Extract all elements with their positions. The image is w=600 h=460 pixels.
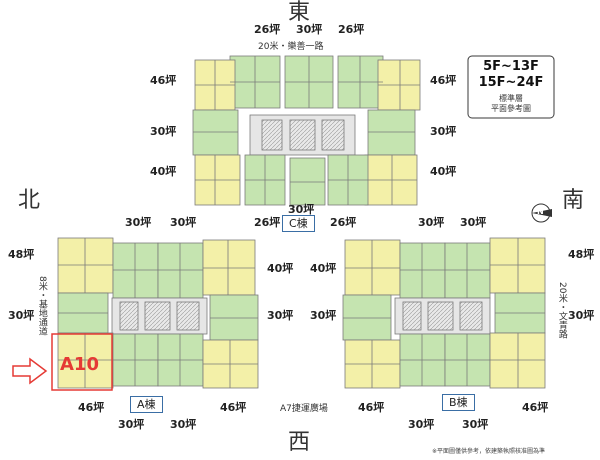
a10-unit-label: A10 [60, 354, 99, 375]
c-right-mid-size: 30坪 [430, 125, 457, 138]
tower-c-label: C棟 [282, 215, 315, 233]
a-right-lower-size: 30坪 [267, 309, 294, 322]
a-below-right-size: 30坪 [170, 418, 197, 431]
tower-a-plan [57, 237, 259, 389]
b-below-right-size: 30坪 [462, 418, 489, 431]
floors-line-1: 5F~13F [483, 59, 539, 74]
tower-a-label: A棟 [130, 396, 163, 414]
compass-letter: N [537, 207, 544, 216]
b-top-right-size: 30坪 [460, 216, 487, 229]
b-left-upper-size: 40坪 [310, 262, 337, 275]
b-bottom-left-size: 46坪 [358, 401, 385, 414]
road-right: 20米・文青路 [556, 282, 567, 339]
compass-icon [531, 203, 552, 223]
direction-north: 北 [18, 188, 41, 213]
road-bottom: A7捷運廣場 [280, 404, 328, 414]
a-bottom-right-size: 46坪 [220, 401, 247, 414]
b-left-lower-size: 30坪 [310, 309, 337, 322]
c-bottom-right-size: 26坪 [330, 216, 357, 229]
floors-note-2: 平面參考圖 [491, 104, 531, 113]
a-top-right-size: 30坪 [170, 216, 197, 229]
direction-south: 南 [562, 188, 585, 213]
c-top-mid-size: 30坪 [296, 23, 323, 36]
road-top: 20米・樂善一路 [258, 42, 324, 52]
b-top-left-size: 30坪 [418, 216, 445, 229]
floors-note-1: 標準層 [499, 94, 523, 103]
c-bottom-left-size: 26坪 [254, 216, 281, 229]
a-left-upper-size: 48坪 [8, 248, 35, 261]
a-below-left-size: 30坪 [118, 418, 145, 431]
a10-unit-outline [51, 333, 113, 391]
c-right-lower-size: 40坪 [430, 165, 457, 178]
b-bottom-right-size: 46坪 [522, 401, 549, 414]
direction-west: 西 [288, 430, 311, 455]
c-bottom-mid-size: 30坪 [288, 203, 315, 216]
tower-b-plan [342, 237, 546, 389]
direction-east: 東 [288, 0, 311, 25]
floors-box-frame [467, 55, 555, 119]
b-below-left-size: 30坪 [408, 418, 435, 431]
floors-line-2: 15F~24F [478, 75, 544, 90]
red-arrow-icon [12, 357, 48, 385]
c-right-upper-size: 46坪 [430, 74, 457, 87]
c-left-mid-size: 30坪 [150, 125, 177, 138]
a-left-lower-size: 30坪 [8, 309, 35, 322]
c-left-upper-size: 46坪 [150, 74, 177, 87]
road-left: 8米・基地通道 [36, 276, 47, 336]
b-right-lower-size: 30坪 [568, 309, 595, 322]
a-right-upper-size: 40坪 [267, 262, 294, 275]
a-top-left-size: 30坪 [125, 216, 152, 229]
c-top-right-size: 26坪 [338, 23, 365, 36]
c-left-lower-size: 40坪 [150, 165, 177, 178]
c-top-left-size: 26坪 [254, 23, 281, 36]
tower-c-plan [192, 55, 421, 206]
footnote: ※平面圖僅供參考，依建築執照核准圖為準 [432, 448, 546, 455]
b-right-upper-size: 48坪 [568, 248, 595, 261]
tower-b-label: B棟 [442, 394, 475, 412]
a-bottom-left-size: 46坪 [78, 401, 105, 414]
